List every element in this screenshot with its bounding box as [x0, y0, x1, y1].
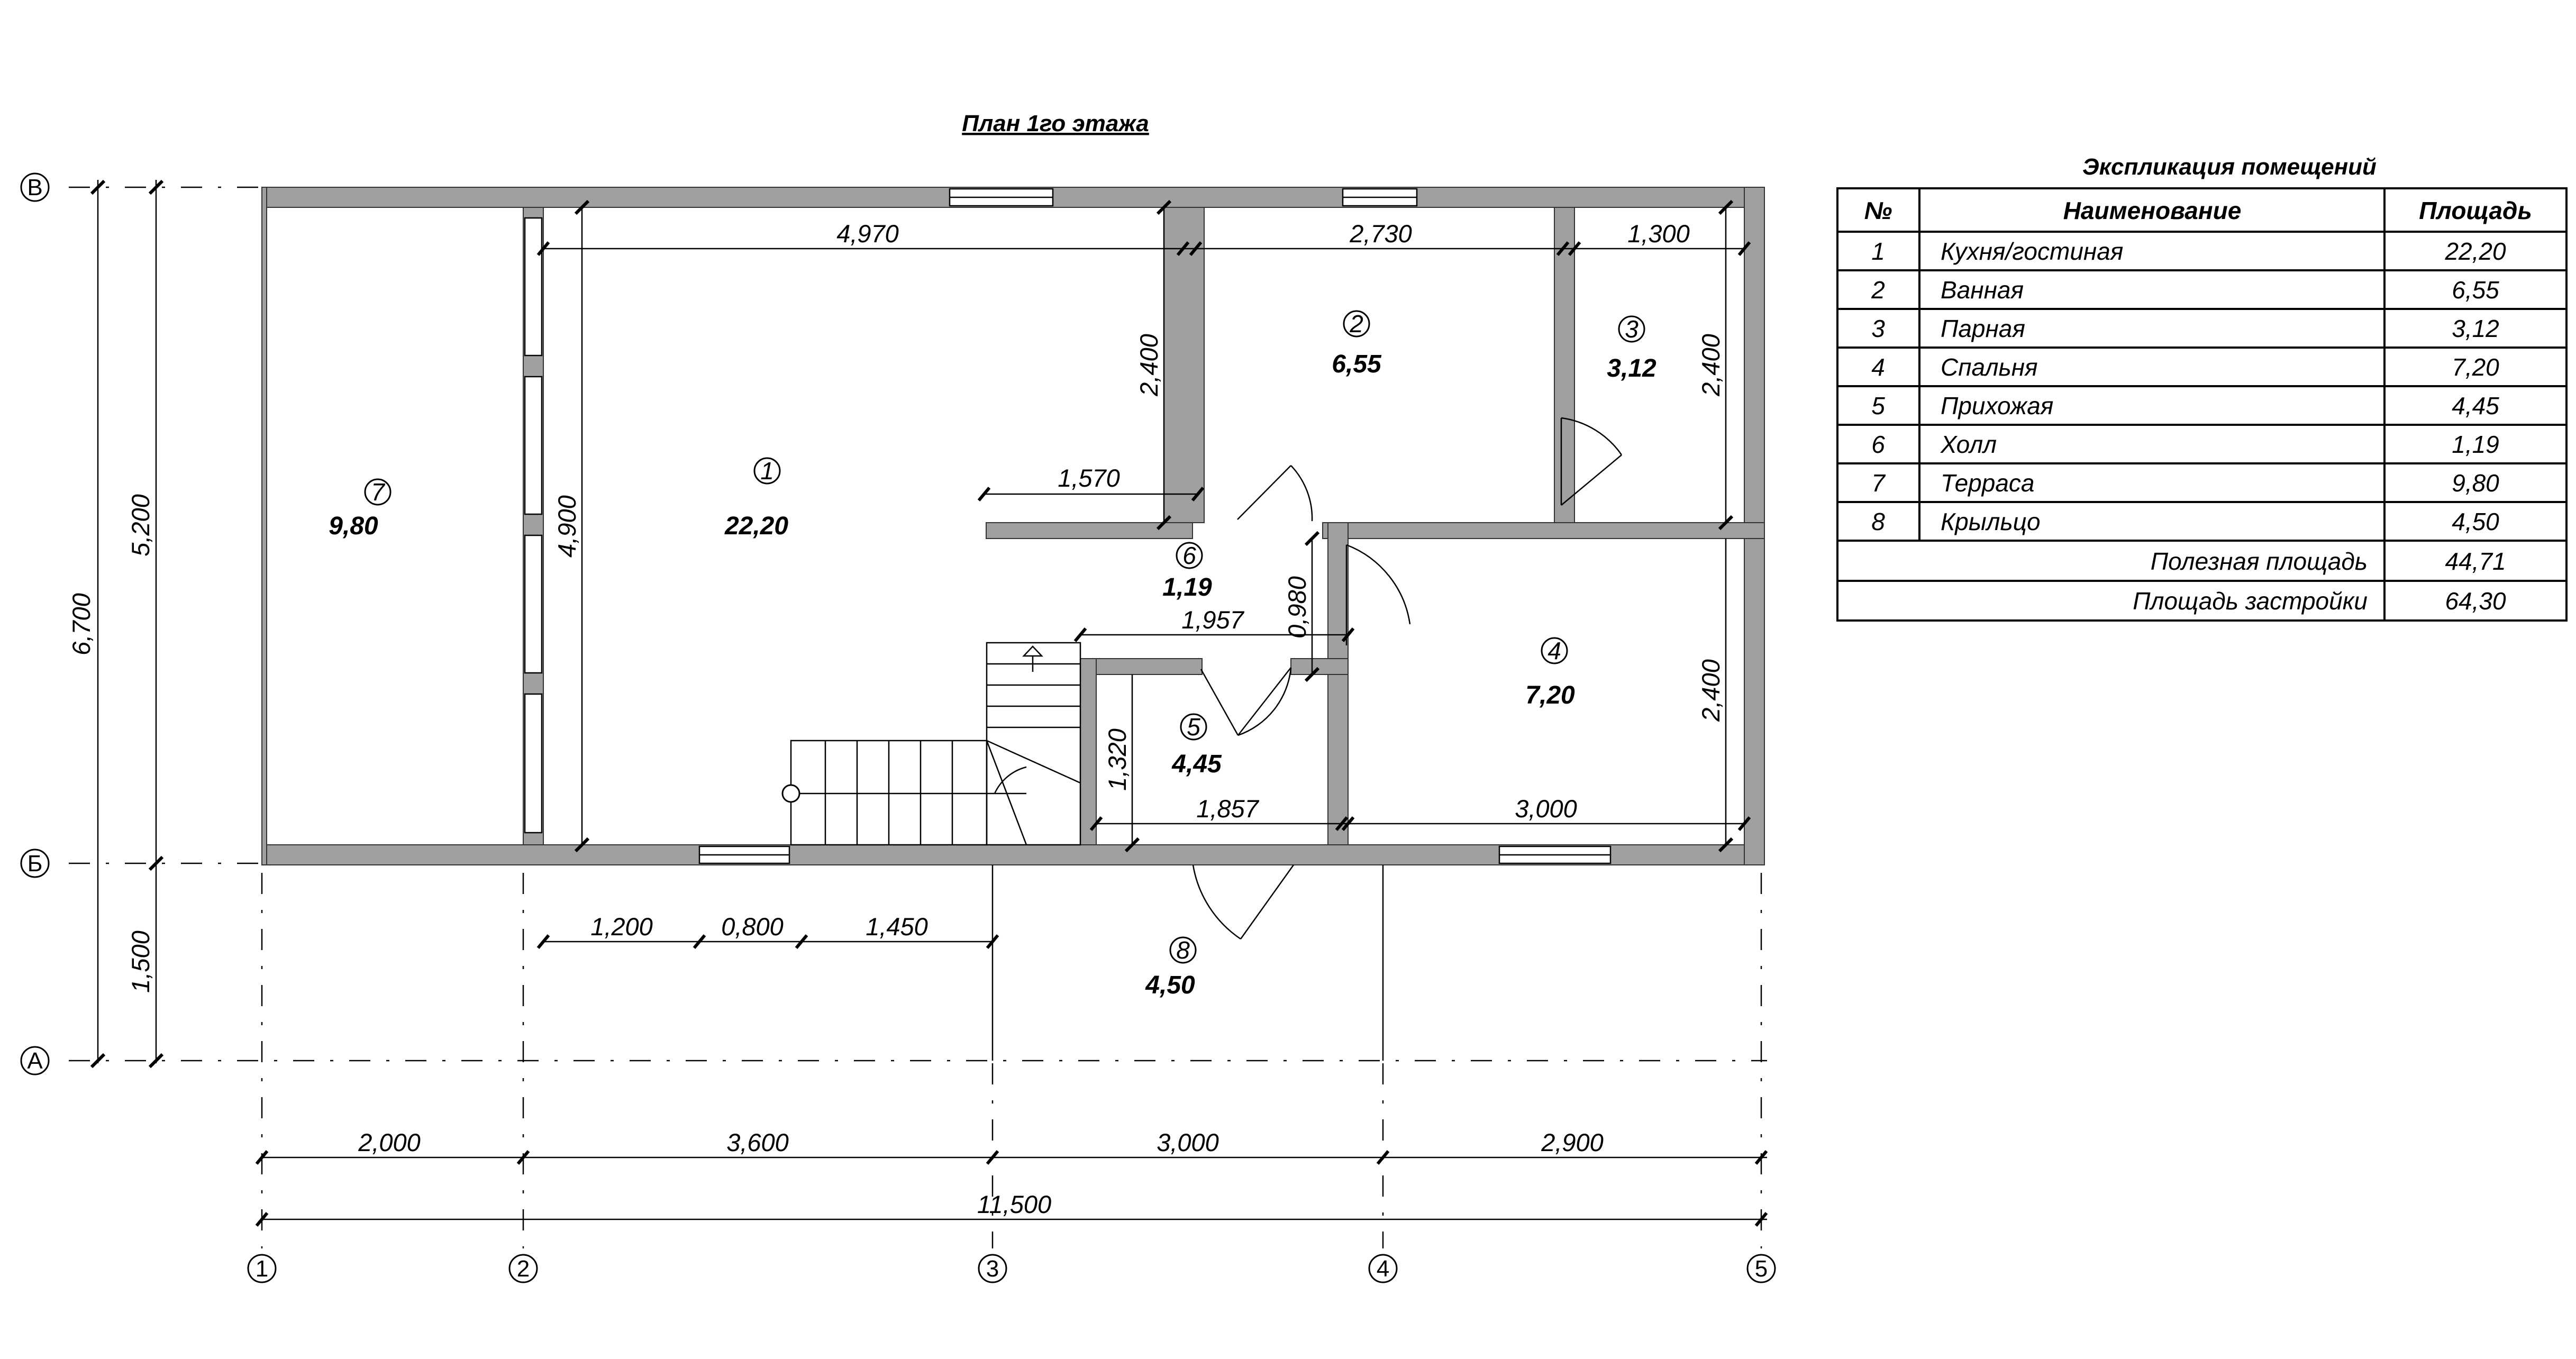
room-1-area: 22,20 [724, 512, 788, 540]
axis-marker-v: В [27, 175, 42, 200]
dim-hallway-height: 1,320 [1103, 728, 1131, 791]
schedule-row-7-area: 9,80 [2452, 469, 2499, 497]
dim-left-lower: 1,500 [126, 931, 154, 993]
schedule-row-4-name: Спальня [1941, 353, 2038, 381]
dim-bedroom-height: 2,400 [1697, 659, 1725, 722]
axis-marker-1: 1 [256, 1256, 268, 1282]
schedule-row-2-name: Ванная [1941, 276, 2024, 304]
room-schedule: Экспликация помещений № Наименование Пло… [1836, 154, 2568, 622]
schedule-header-area: Площадь [2419, 197, 2532, 224]
dim-porch-b: 0,800 [721, 913, 784, 941]
porch-outline [991, 865, 1384, 1061]
dim-left-total: 6,700 [67, 593, 95, 655]
axis-marker-2: 2 [517, 1256, 530, 1282]
room-5-area: 4,45 [1171, 750, 1222, 778]
room-4-area: 7,20 [1525, 681, 1575, 709]
room-1-number: 1 [760, 457, 774, 485]
schedule-row-6-area: 1,19 [2452, 431, 2499, 458]
room-4-number: 4 [1548, 637, 1561, 664]
dim-hallway-width: 1,857 [1196, 795, 1259, 823]
schedule-row-7-num: 7 [1871, 469, 1886, 497]
room-6-area: 1,19 [1162, 573, 1212, 601]
room-5-number: 5 [1187, 713, 1200, 741]
schedule-row-1-area: 22,20 [2444, 238, 2506, 265]
schedule-useful-value: 44,71 [2445, 548, 2506, 575]
dim-kitchen-height: 4,900 [553, 495, 581, 558]
schedule-row-7-name: Терраса [1941, 469, 2035, 497]
dim-hall-height: 0,980 [1283, 576, 1311, 639]
staircase [781, 642, 1081, 846]
schedule-row-6-num: 6 [1871, 431, 1885, 458]
schedule-row-3-name: Парная [1941, 315, 2025, 342]
room-labels: 1 22,20 2 6,55 3 3,12 4 7,20 5 4,45 6 1,… [329, 310, 1656, 999]
dim-hall-width: 1,957 [1181, 606, 1244, 634]
dim-bedroom-width: 3,000 [1515, 795, 1577, 823]
dim-bottom-4: 2,900 [1541, 1128, 1604, 1156]
dim-bottom-1: 2,000 [358, 1128, 421, 1156]
axis-marker-a: А [27, 1048, 43, 1074]
schedule-row-8-num: 8 [1871, 508, 1885, 535]
schedule-row-8-name: Крыльцо [1941, 508, 2041, 535]
room-7-number: 7 [371, 478, 385, 506]
walls [261, 187, 1765, 865]
dimension-labels: 2,000 3,600 3,000 2,900 11,500 6,700 5,2… [67, 220, 1725, 1218]
room-7-area: 9,80 [329, 512, 378, 540]
dim-total: 11,500 [977, 1190, 1051, 1218]
windows [524, 188, 1612, 864]
schedule-row-6-name: Холл [1940, 431, 1997, 458]
schedule-row-5-num: 5 [1871, 392, 1885, 419]
schedule-row-3-area: 3,12 [2452, 315, 2499, 342]
dim-bath-width: 2,730 [1349, 220, 1412, 248]
room-2-number: 2 [1349, 310, 1363, 338]
axis-marker-b: Б [28, 851, 43, 877]
schedule-row-5-name: Прихожая [1941, 392, 2053, 419]
schedule-built-label: Площадь застройки [2133, 587, 2368, 615]
room-3-number: 3 [1625, 315, 1639, 343]
schedule-title: Экспликация помещений [2082, 154, 2377, 180]
schedule-row-2-num: 2 [1871, 276, 1885, 304]
dim-bottom-3: 3,000 [1157, 1128, 1219, 1156]
schedule-row-4-num: 4 [1871, 353, 1885, 381]
schedule-useful-label: Полезная площадь [2151, 548, 2368, 575]
plan-title: План 1го этажа [962, 111, 1149, 136]
schedule-header-number: № [1864, 197, 1892, 224]
dim-sauna-width: 1,300 [1627, 220, 1690, 248]
dim-bath-height: 2,400 [1135, 334, 1163, 397]
dim-porch-a: 1,200 [590, 913, 653, 941]
room-8-number: 8 [1176, 936, 1190, 964]
axis-marker-4: 4 [1377, 1256, 1389, 1282]
schedule-row-1-num: 1 [1871, 238, 1885, 265]
schedule-row-4-area: 7,20 [2452, 353, 2499, 381]
schedule-row-2-area: 6,55 [2452, 276, 2499, 304]
schedule-built-value: 64,30 [2445, 587, 2506, 615]
room-2-area: 6,55 [1332, 350, 1382, 378]
schedule-row-8-area: 4,50 [2452, 508, 2499, 535]
axis-grid [69, 186, 1767, 1248]
dimension-lines [90, 179, 1768, 1227]
room-8-area: 4,50 [1145, 971, 1195, 999]
dim-left-upper: 5,200 [126, 494, 154, 557]
room-6-number: 6 [1182, 542, 1196, 569]
axis-markers: 1 2 3 4 5 В Б А [20, 172, 1776, 1283]
dim-sauna-height: 2,400 [1697, 334, 1725, 397]
axis-marker-3: 3 [986, 1256, 999, 1282]
dim-porch-c: 1,450 [866, 913, 928, 941]
room-3-area: 3,12 [1607, 354, 1656, 382]
axis-marker-5: 5 [1755, 1256, 1768, 1282]
schedule-row-5-area: 4,45 [2452, 392, 2499, 419]
schedule-row-1-name: Кухня/гостиная [1941, 238, 2123, 265]
dim-bottom-2: 3,600 [726, 1128, 789, 1156]
dim-kitchen-width: 4,970 [836, 220, 899, 248]
schedule-header-name: Наименование [2063, 197, 2242, 224]
dim-wall-offset: 1,570 [1058, 464, 1120, 492]
doors [1192, 417, 1623, 940]
schedule-row-3-num: 3 [1871, 315, 1885, 342]
